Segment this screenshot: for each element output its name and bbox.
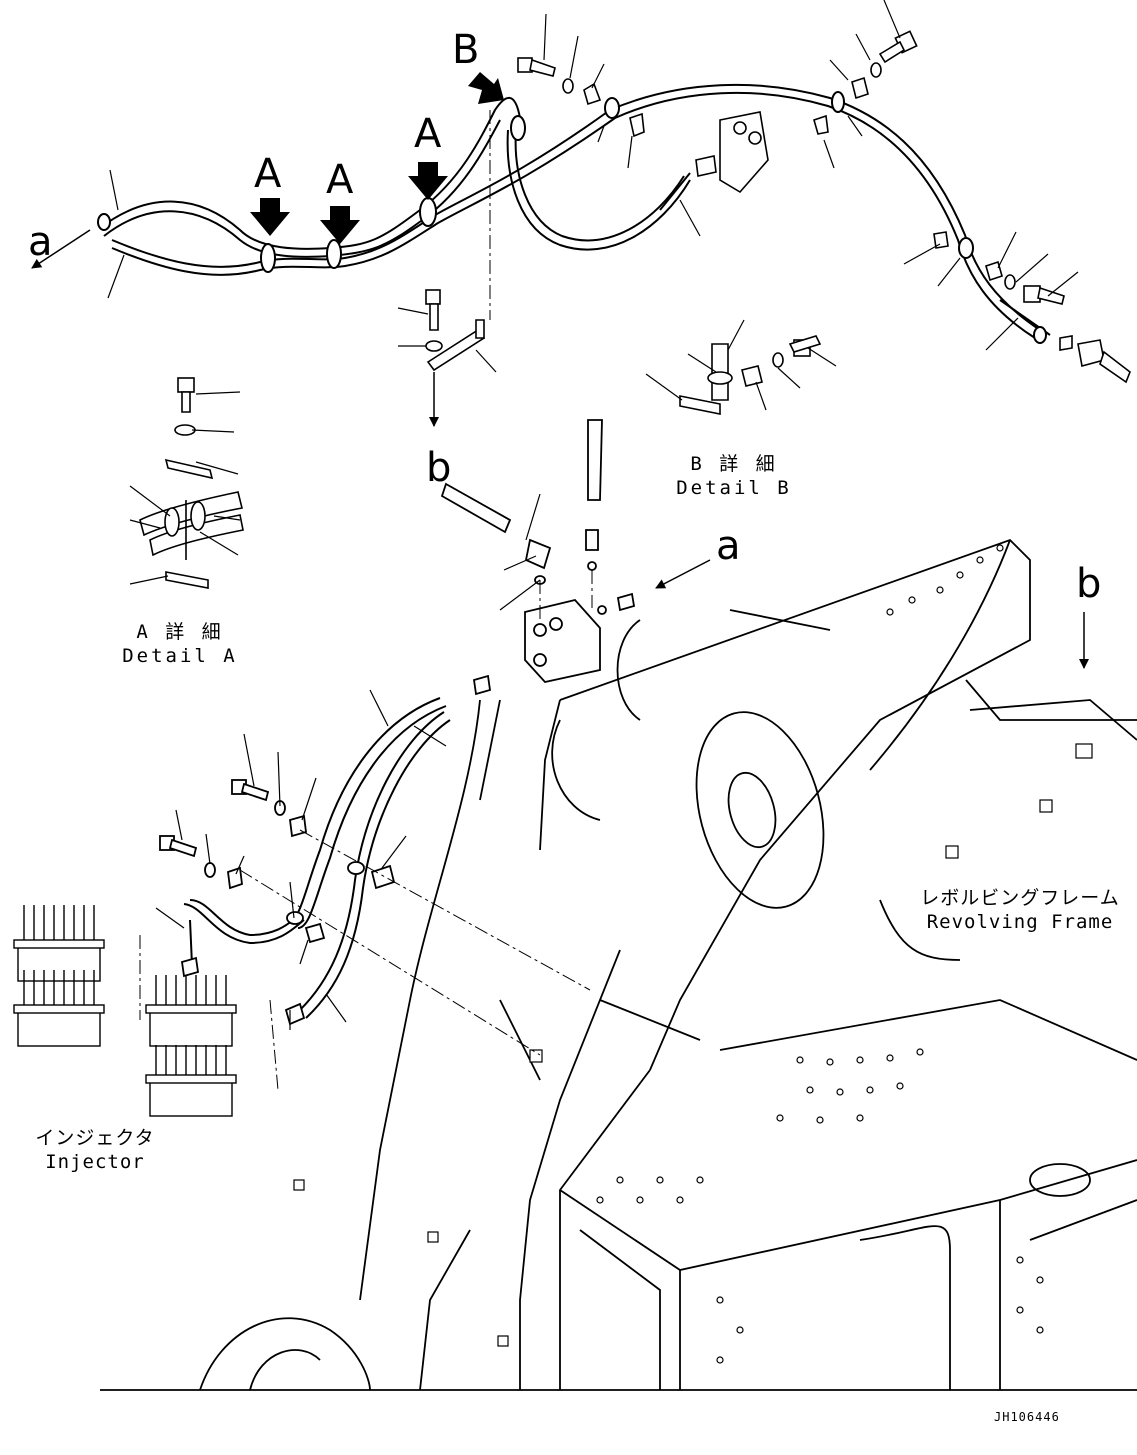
detail-letter-a-1: A xyxy=(254,151,282,197)
guide-lines xyxy=(139,110,593,1091)
detail-a-caption: A 詳 細 Detail A xyxy=(120,620,240,668)
revolving-frame-caption-jp: レボルビングフレーム xyxy=(920,887,1120,909)
view-letter-b-lower: b xyxy=(1076,561,1102,607)
view-letter-a-lower: a xyxy=(716,523,741,569)
revolving-frame-caption-en: Revolving Frame xyxy=(926,911,1114,933)
lower-hoses xyxy=(183,697,451,1019)
upper-fasteners xyxy=(425,30,1131,384)
valve-block xyxy=(440,419,636,696)
view-letter-b-upper: b xyxy=(426,445,452,491)
upper-hose-assembly xyxy=(99,83,1051,339)
injector-caption-jp: インジェクタ xyxy=(35,1127,155,1149)
detail-b-caption-jp: B 詳 細 xyxy=(690,453,778,475)
detail-pointer-arrows xyxy=(250,72,504,244)
drawing-code: JH106446 xyxy=(994,1410,1060,1424)
frame-holes xyxy=(293,544,1093,1364)
lower-clamps xyxy=(159,779,396,1026)
detail-b-drawing xyxy=(679,335,822,415)
detail-b-caption-en: Detail B xyxy=(676,477,792,499)
detail-b-caption: B 詳 細 Detail B xyxy=(674,452,794,500)
view-arrows xyxy=(31,229,1089,669)
injector-blocks xyxy=(13,905,237,1117)
injector-caption-en: Injector xyxy=(45,1151,145,1173)
detail-a-drawing xyxy=(139,377,244,589)
detail-letter-b-1: B xyxy=(452,27,480,73)
hose-clamps xyxy=(97,91,1047,344)
revolving-frame-caption: レボルビングフレーム Revolving Frame xyxy=(920,886,1120,934)
leader-lines xyxy=(107,0,1079,1030)
injector-caption: インジェクタ Injector xyxy=(30,1126,160,1174)
view-letter-a-upper: a xyxy=(28,219,53,265)
detail-letter-a-3: A xyxy=(414,111,442,157)
revolving-frame xyxy=(100,538,1137,1391)
detail-a-caption-jp: A 詳 細 xyxy=(136,621,224,643)
detail-a-caption-en: Detail A xyxy=(122,645,238,667)
detail-letter-a-2: A xyxy=(326,157,354,203)
